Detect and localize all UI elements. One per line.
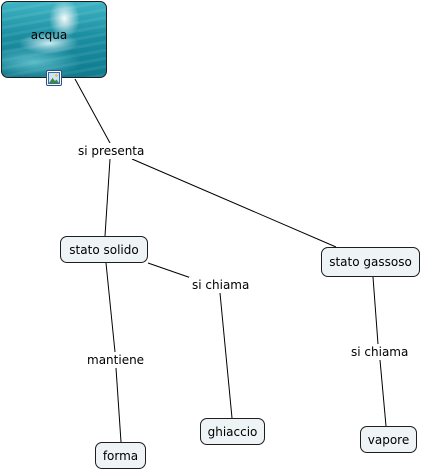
link-si-presenta-solido — [104, 158, 111, 237]
concept-forma-label: forma — [102, 448, 139, 463]
concept-ghiaccio[interactable]: ghiaccio — [200, 418, 265, 445]
concept-ghiaccio-label: ghiaccio — [207, 424, 258, 439]
concept-stato-gassoso-label: stato gassoso — [329, 255, 412, 269]
link-gassoso-si-chiama — [372, 276, 379, 345]
concept-acqua[interactable]: acqua — [1, 1, 107, 78]
concept-vapore[interactable]: vapore — [360, 426, 417, 453]
image-icon[interactable] — [46, 70, 62, 86]
phrase-si-chiama-solido: si chiama — [189, 277, 253, 293]
link-mantiene-forma — [115, 367, 122, 443]
link-acqua-si-presenta — [74, 78, 111, 144]
link-si-presenta-gassoso — [131, 158, 337, 248]
concept-acqua-label: acqua — [30, 28, 68, 42]
concept-vapore-label: vapore — [367, 432, 410, 447]
link-si-chiama-vapore — [379, 359, 387, 427]
link-si-chiama-ghiaccio — [219, 292, 233, 419]
link-solido-si-chiama — [147, 262, 195, 280]
phrase-mantiene: mantiene — [84, 352, 148, 368]
concept-stato-solido-label: stato solido — [69, 242, 139, 257]
link-solido-mantiene — [105, 262, 116, 353]
concept-forma[interactable]: forma — [95, 442, 146, 469]
phrase-si-chiama-gassoso: si chiama — [348, 344, 412, 360]
phrase-si-presenta: si presenta — [75, 143, 148, 159]
concept-stato-solido[interactable]: stato solido — [60, 236, 148, 263]
concept-stato-gassoso[interactable]: stato gassoso — [321, 247, 420, 277]
image-icon-glyph — [48, 72, 60, 84]
